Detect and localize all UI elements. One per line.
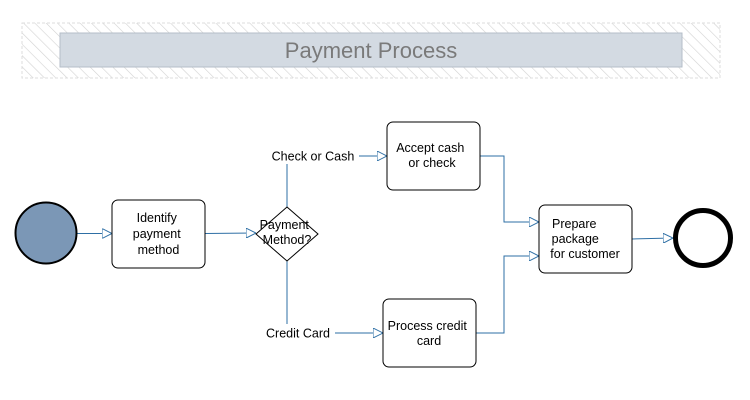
edge-accept-to-prepare (480, 155, 539, 222)
edge-gateway-to-process (286, 260, 383, 333)
end-event[interactable] (673, 208, 733, 268)
edge-label-check-cash: Check or Cash (272, 150, 355, 164)
task-process-credit-card[interactable] (382, 298, 477, 368)
edge-label-bg-check-cash (267, 147, 359, 164)
diagram-title: Payment Process (285, 38, 457, 63)
edge-label-bg-credit-card (261, 324, 335, 341)
start-event[interactable] (14, 201, 78, 265)
task-identify-label: Identify payment method (133, 211, 184, 257)
task-identify-payment-method[interactable] (111, 199, 206, 269)
task-accept-label: Accept cash or check (396, 141, 468, 170)
edge-label-credit-card: Credit Card (266, 327, 330, 341)
edge-identify-to-gateway (204, 233, 256, 234)
gateway-payment-method[interactable] (255, 206, 319, 262)
task-process-label: Process credit card (388, 319, 471, 348)
edge-process-to-prepare (476, 256, 539, 334)
title-band (59, 32, 683, 68)
task-accept-cash-or-check[interactable] (386, 121, 481, 191)
edge-prepare-to-end (631, 238, 673, 239)
task-prepare-label: Prepare package for customer (550, 217, 619, 261)
gateway-label: Payment Method? (260, 218, 313, 247)
task-prepare-package[interactable] (538, 204, 633, 274)
